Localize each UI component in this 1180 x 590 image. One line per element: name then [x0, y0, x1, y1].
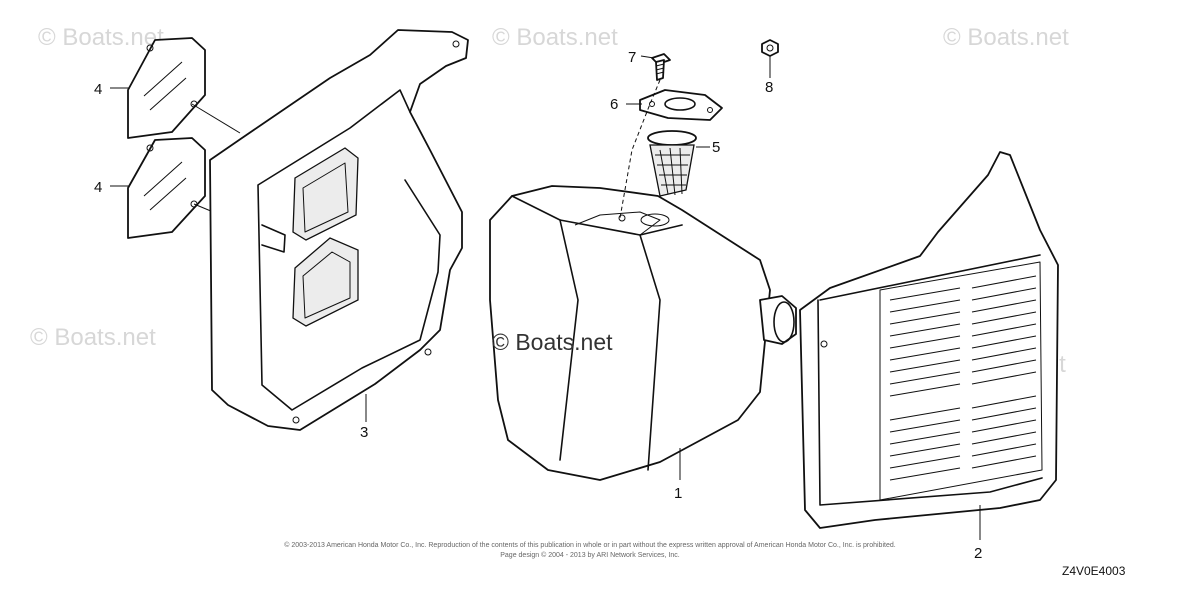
callout-part-2: 2 — [974, 545, 982, 562]
callout-part-3: 3 — [360, 424, 368, 441]
part-4-insulator-lower — [127, 137, 219, 239]
part-6-gasket — [639, 89, 723, 121]
watermark-top-center: © Boats.net — [492, 24, 618, 51]
callout-part-7: 7 — [628, 49, 636, 66]
watermark-center: © Boats.net — [492, 329, 613, 355]
cover-grille-slots — [889, 275, 1037, 481]
part-3-muffler-protector — [209, 29, 469, 431]
part-7-bolt — [651, 53, 671, 81]
callout-leaders — [110, 55, 981, 540]
callout-part-8: 8 — [765, 79, 773, 96]
callout-part-1: 1 — [674, 485, 682, 502]
watermark-top-right: © Boats.net — [943, 24, 1069, 51]
callout-part-4-lower: 4 — [94, 179, 102, 196]
watermark-top-left: © Boats.net — [38, 24, 164, 51]
part-4-insulator-upper — [127, 37, 241, 139]
callout-part-6: 6 — [610, 96, 618, 113]
watermark-mid-left: © Boats.net — [30, 324, 156, 351]
part-5-spark-arrester — [647, 130, 697, 197]
callout-part-4-upper: 4 — [94, 81, 102, 98]
copyright-line-2: Page design © 2004 - 2013 by ARI Network… — [500, 551, 680, 559]
callout-numbers: 1 2 3 4 4 5 6 7 8 — [94, 49, 982, 562]
diagram-code: Z4V0E4003 — [1062, 564, 1126, 578]
copyright-line-1: © 2003-2013 American Honda Motor Co., In… — [284, 541, 895, 549]
part-1-muffler — [489, 185, 797, 481]
part-8-nut — [761, 39, 779, 57]
callout-part-5: 5 — [712, 139, 720, 156]
part-2-muffler-cover — [799, 151, 1059, 529]
